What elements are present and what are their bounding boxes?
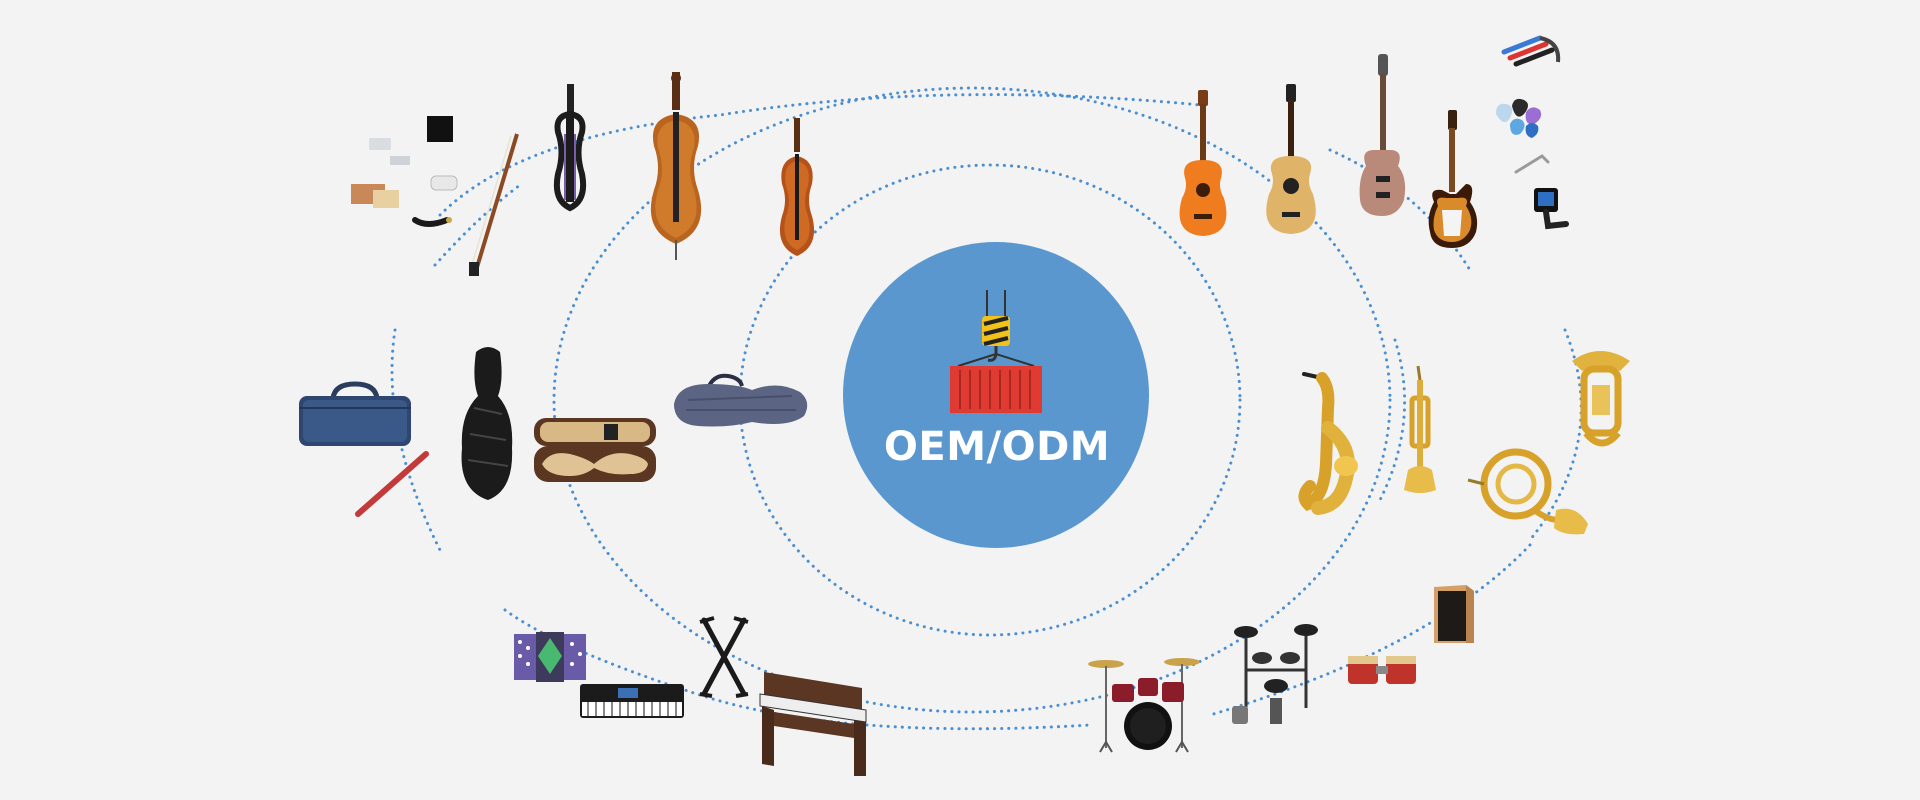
cleaning-rod-icon: [352, 448, 432, 520]
electronic-drum-kit-icon: [1228, 618, 1324, 728]
hub-label: OEM/ODM: [883, 424, 1111, 470]
cello-icon: [636, 72, 716, 262]
cajon-icon: [1430, 583, 1478, 645]
saxophone-icon: [1296, 368, 1360, 516]
guitar-picks-icon: [1490, 96, 1546, 142]
cello-case-icon: [452, 344, 524, 504]
violin-case-hard-icon: [668, 370, 812, 430]
outer-orbit-arc-top: [438, 93, 1202, 217]
classical-guitar-icon: [1172, 90, 1234, 240]
electric-guitar-icon: [1424, 110, 1480, 250]
acoustic-guitar-icon: [1258, 84, 1324, 236]
violin-accessories-icon: [345, 110, 465, 240]
inner-orbit-ring: [738, 163, 1242, 637]
outer-orbit-arc-upper-left: [433, 183, 522, 267]
middle-orbit-ring: [552, 86, 1392, 714]
capo-icon: [1500, 32, 1566, 72]
crane-hook-container-icon: [950, 290, 1042, 413]
violin-case-open-icon: [530, 412, 660, 486]
euphonium-icon: [1566, 345, 1636, 455]
violin-icon: [772, 118, 822, 263]
digital-piano-icon: [754, 668, 874, 778]
electronic-keyboard-icon: [578, 682, 686, 722]
keyboard-stand-icon: [698, 614, 750, 700]
accordion-icon: [510, 628, 590, 684]
french-horn-icon: [1464, 440, 1592, 536]
violin-bow-icon: [465, 130, 525, 280]
bass-guitar-icon: [1354, 54, 1410, 219]
allen-key-icon: [1514, 150, 1550, 176]
bongo-drums-icon: [1346, 652, 1418, 686]
electric-violin-icon: [545, 82, 595, 222]
outer-orbit-arc-right: [1528, 328, 1583, 542]
drum-kit-icon: [1086, 656, 1204, 756]
trumpet-icon: [1398, 362, 1442, 498]
clip-tuner-icon: [1530, 186, 1572, 232]
clarinet-case-icon: [295, 380, 415, 450]
